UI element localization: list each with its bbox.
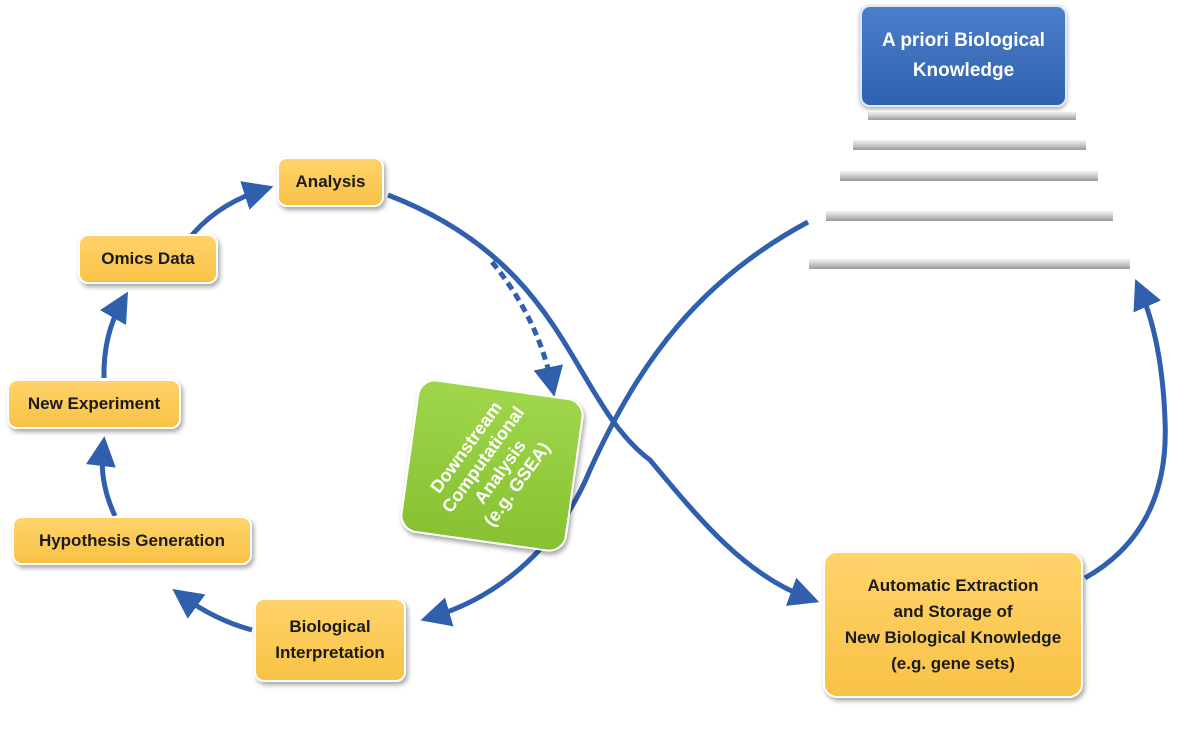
automatic-extraction-line-4: (e.g. gene sets)	[891, 653, 1015, 673]
arrow-analysis-to-extraction	[387, 192, 820, 606]
arrow-omics-to-analysis	[186, 181, 274, 242]
knowledge-layer-3	[840, 171, 1098, 181]
a-priori-knowledge-line-1: A priori Biological	[882, 30, 1045, 51]
biological-interpretation-line-2: Interpretation	[275, 643, 385, 662]
knowledge-layer-4	[826, 211, 1113, 221]
a-priori-knowledge-box: A priori Biological Knowledge	[860, 5, 1067, 107]
knowledge-layer-2	[853, 140, 1086, 150]
knowledge-layer-5	[809, 259, 1130, 269]
automatic-extraction-line-1: Automatic Extraction	[867, 575, 1039, 595]
omics-data-box: Omics Data	[78, 234, 218, 284]
biological-interpretation-box: Biological Interpretation	[254, 598, 406, 682]
omics-data-label: Omics Data	[101, 249, 195, 268]
arrow-knowledge-to-interpretation	[420, 219, 810, 627]
hypothesis-generation-label: Hypothesis Generation	[38, 530, 226, 550]
analysis-label: Analysis	[295, 172, 366, 191]
analysis-box: Analysis	[277, 157, 384, 207]
automatic-extraction-line-2: and Storage of	[893, 601, 1013, 621]
a-priori-knowledge-line-2: Knowledge	[912, 60, 1015, 81]
new-experiment-label: New Experiment	[27, 394, 161, 413]
hypothesis-generation-box: Hypothesis Generation	[12, 516, 252, 565]
arrow-analysis-to-downstream	[490, 260, 563, 397]
arrow-hypothesis-to-experiment	[86, 436, 118, 518]
new-experiment-box: New Experiment	[7, 379, 181, 429]
knowledge-layer-1	[868, 112, 1076, 120]
arrow-interpretation-to-hypothesis	[172, 588, 253, 633]
downstream-analysis-text: Downstream Computational Analysis (e.g. …	[421, 390, 563, 541]
automatic-extraction-line-3: New Biological Knowledge	[844, 627, 1062, 647]
downstream-analysis-box: Downstream Computational Analysis (e.g. …	[398, 377, 586, 554]
arrow-experiment-to-omics	[100, 291, 128, 379]
biological-interpretation-line-1: Biological	[289, 617, 371, 636]
arrow-extraction-to-knowledge	[1083, 279, 1168, 581]
automatic-extraction-box: Automatic Extraction and Storage of New …	[823, 551, 1083, 698]
